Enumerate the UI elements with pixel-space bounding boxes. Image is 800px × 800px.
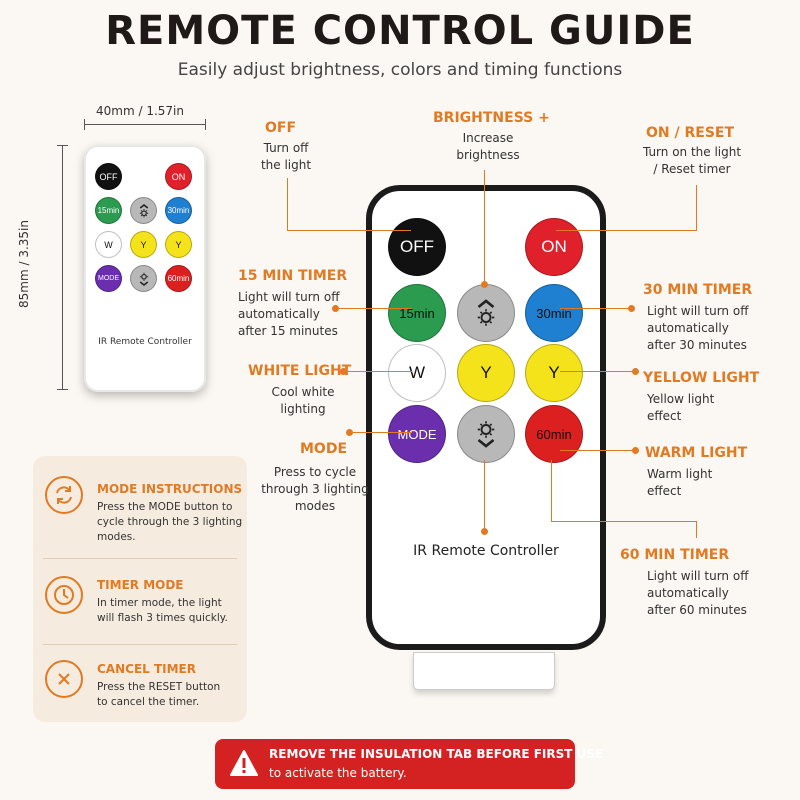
off-annotation-title: OFF [265, 120, 297, 136]
brightness-up-connector [484, 170, 485, 285]
mode-connector [350, 432, 412, 433]
small-30min-button: 30min [165, 197, 192, 224]
timer30-connector [560, 308, 630, 309]
small-on-button: ON [165, 163, 192, 190]
warning-title: REMOVE THE INSULATION TAB BEFORE FIRST U… [269, 747, 604, 761]
height-dimension-label: 85mm / 3.35in [17, 220, 31, 308]
timer15-annotation-title: 15 MIN TIMER [238, 268, 348, 284]
on-button: ON [525, 218, 583, 276]
warning-banner: REMOVE THE INSULATION TAB BEFORE FIRST U… [215, 739, 603, 789]
height-dimension-line [57, 145, 68, 390]
on-reset-annotation-title: ON / RESET [646, 125, 735, 141]
warning-subtitle: to activate the battery. [269, 766, 407, 780]
small-yellow-button: Y [130, 231, 157, 258]
brightness-up-icon [139, 203, 148, 217]
timer30-annotation-title: 30 MIN TIMER [643, 282, 753, 298]
brightness-up-button [457, 284, 515, 342]
timer-15min-button: 15min [388, 284, 446, 342]
page-subtitle: Easily adjust brightness, colors and tim… [177, 60, 623, 80]
mode-annotation-title: MODE [300, 441, 348, 457]
info-divider [43, 558, 237, 559]
remote-stand [413, 652, 555, 690]
width-dimension-line [84, 119, 206, 130]
warning-icon [229, 749, 259, 781]
width-dimension-label: 40mm / 1.57in [96, 104, 184, 118]
warm-light-annotation-title: WARM LIGHT [645, 445, 748, 461]
small-white-button: W [95, 231, 122, 258]
off-connector [287, 230, 411, 231]
warm-dot [632, 447, 639, 454]
remote-label: IR Remote Controller [413, 543, 559, 559]
cancel-timer-title: CANCEL TIMER [97, 662, 196, 676]
off-connector [287, 178, 288, 231]
small-brightness-up-button [130, 197, 157, 224]
white-connector [344, 371, 412, 372]
yellow-button: Y [457, 344, 515, 402]
timer60-connector [551, 460, 552, 522]
info-panel: MODE INSTRUCTIONS Press the MODE button … [33, 456, 247, 722]
white-light-button: W [388, 344, 446, 402]
mode-button: MODE [388, 405, 446, 463]
timer30-dot [628, 305, 635, 312]
yellow-connector [560, 371, 634, 372]
small-remote-label: IR Remote Controller [98, 337, 192, 347]
brightness-down-dot [481, 528, 488, 535]
small-15min-button: 15min [95, 197, 122, 224]
on-reset-annotation-desc: Turn on the light/ Reset timer [642, 145, 742, 176]
clock-icon [45, 576, 83, 614]
large-remote-illustration: OFF ON 15min 30min W Y Y MODE 60min IR R… [366, 185, 606, 650]
brightness-up-annotation-title: BRIGHTNESS + [433, 110, 550, 126]
page-title: REMOTE CONTROL GUIDE [105, 8, 695, 54]
small-off-button: OFF [95, 163, 122, 190]
yellow-light-button: Y [525, 344, 583, 402]
info-divider [43, 644, 237, 645]
brightness-down-icon [139, 272, 148, 286]
timer-60min-button: 60min [525, 405, 583, 463]
timer60-annotation-title: 60 MIN TIMER [620, 547, 730, 563]
mode-instructions-section: MODE INSTRUCTIONS Press the MODE button … [33, 470, 247, 550]
brightness-down-button [457, 405, 515, 463]
warm-connector [560, 450, 634, 451]
small-warm-button: Y [165, 231, 192, 258]
on-connector [696, 185, 697, 231]
brightness-up-dot [481, 281, 488, 288]
white-light-annotation-title: WHITE LIGHT [248, 363, 352, 379]
cancel-icon [45, 660, 83, 698]
small-60min-button: 60min [165, 265, 192, 292]
small-remote-illustration: OFF ON 15min 30min W Y Y MODE 60min IR R… [84, 145, 206, 392]
yellow-light-annotation-title: YELLOW LIGHT [643, 370, 760, 386]
cycle-icon [45, 476, 83, 514]
small-brightness-down-button [130, 265, 157, 292]
off-button: OFF [388, 218, 446, 276]
brightness-up-icon [477, 299, 495, 326]
brightness-down-connector [484, 460, 485, 530]
timer60-connector [696, 521, 697, 538]
mode-instructions-title: MODE INSTRUCTIONS [97, 482, 243, 496]
timer60-connector [551, 521, 697, 522]
small-mode-button: MODE [95, 265, 122, 292]
timer15-dot [332, 305, 339, 312]
white-dot [340, 368, 347, 375]
yellow-dot [632, 368, 639, 375]
timer-mode-title: TIMER MODE [97, 578, 184, 592]
brightness-down-icon [477, 421, 495, 448]
timer15-connector [336, 308, 412, 309]
mode-dot [346, 429, 353, 436]
on-connector [556, 230, 697, 231]
timer-30min-button: 30min [525, 284, 583, 342]
